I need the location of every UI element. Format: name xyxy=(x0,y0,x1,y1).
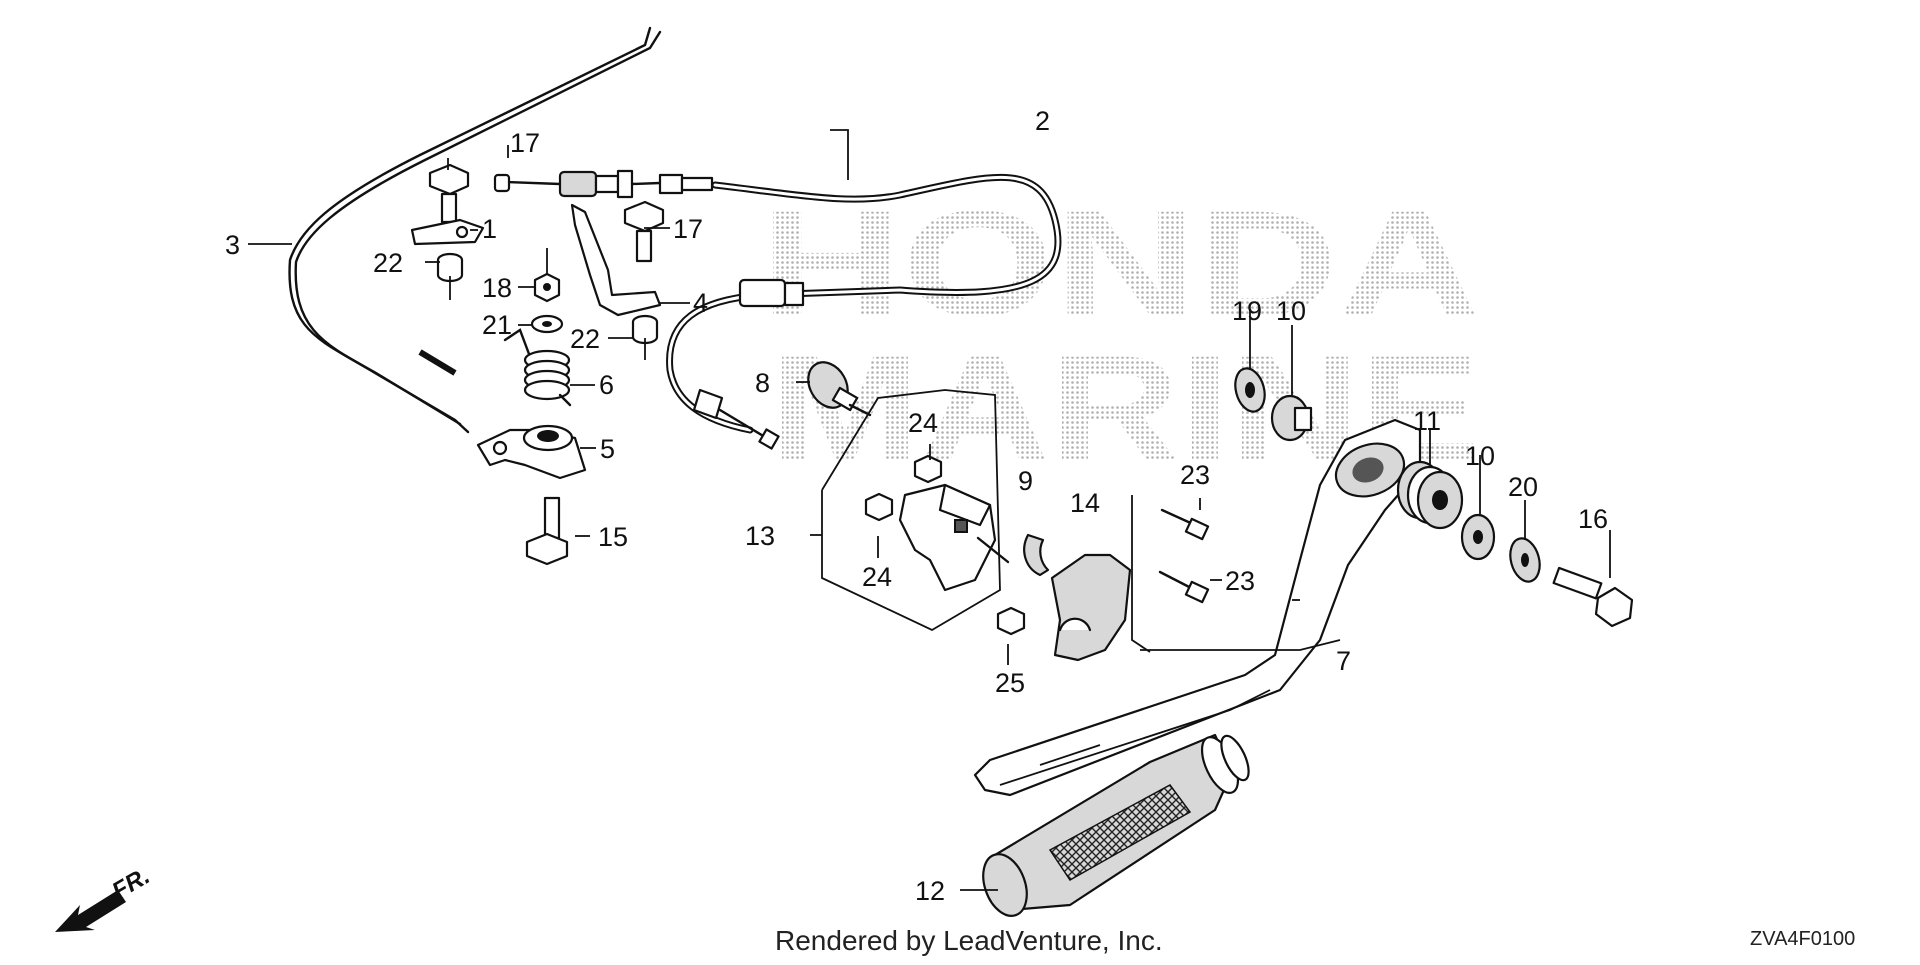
plate-1 xyxy=(410,218,485,246)
callout-15: 15 xyxy=(598,522,628,552)
callout-19: 19 xyxy=(1232,296,1262,326)
assembly-bracket-13 xyxy=(821,389,1001,632)
callout-22a: 22 xyxy=(373,248,403,278)
callout-6: 6 xyxy=(599,370,614,400)
control-rod xyxy=(288,26,662,434)
callout-12: 12 xyxy=(915,876,945,906)
callouts: 1 2 3 4 5 6 7 8 9 10 10 11 12 13 14 15 1… xyxy=(225,106,1608,906)
clip-9 xyxy=(1023,533,1050,577)
callout-1: 1 xyxy=(482,214,497,244)
throttle-cable xyxy=(493,169,1062,450)
washer-19 xyxy=(1234,367,1266,413)
spring-6 xyxy=(503,328,572,407)
rendered-by-credit: Rendered by LeadVenture, Inc. xyxy=(775,925,1163,956)
callout-8: 8 xyxy=(755,368,770,398)
callout-25: 25 xyxy=(995,668,1025,698)
bushing-10-bottom xyxy=(1460,513,1496,561)
bushing-10-top xyxy=(1270,394,1313,442)
nut-24-left xyxy=(864,492,894,522)
callout-23b: 23 xyxy=(1225,566,1255,596)
watermark-line1: HONDA xyxy=(760,179,1480,347)
callout-7: 7 xyxy=(1336,646,1351,676)
knob-8 xyxy=(807,361,872,417)
collar-22-left xyxy=(436,252,464,283)
bolt-17-right xyxy=(623,200,665,263)
callout-2: 2 xyxy=(1035,106,1050,136)
callout-11: 11 xyxy=(1413,406,1441,436)
callout-14: 14 xyxy=(1070,488,1100,518)
cover-14 xyxy=(1050,553,1132,662)
callout-16: 16 xyxy=(1578,504,1608,534)
callout-22b: 22 xyxy=(570,324,600,354)
arrow-icon xyxy=(55,890,126,932)
bolt-16 xyxy=(1552,566,1634,628)
callout-10a: 10 xyxy=(1276,296,1306,326)
nut-25 xyxy=(996,606,1026,636)
screw-23-top xyxy=(1160,508,1210,541)
callout-18: 18 xyxy=(482,273,512,303)
callout-9: 9 xyxy=(1018,466,1033,496)
friction-block-13 xyxy=(898,483,1010,592)
callout-10b: 10 xyxy=(1465,441,1495,471)
callout-13: 13 xyxy=(745,521,775,551)
washer-20 xyxy=(1509,537,1541,583)
callout-17b: 17 xyxy=(673,214,703,244)
callout-24a: 24 xyxy=(908,408,938,438)
tiller-arm-7 xyxy=(973,418,1422,797)
nut-24-top xyxy=(913,454,943,484)
bolt-17-left xyxy=(428,163,470,224)
callout-21: 21 xyxy=(482,310,512,340)
bolt-15 xyxy=(525,496,569,566)
front-direction-indicator: FR. xyxy=(55,862,154,932)
leader-lines xyxy=(248,129,1611,891)
washer-21 xyxy=(530,314,564,334)
lever-5 xyxy=(476,424,587,480)
collar-11 xyxy=(1396,460,1464,530)
callout-23a: 23 xyxy=(1180,460,1210,490)
callout-3: 3 xyxy=(225,230,240,260)
callout-4: 4 xyxy=(693,288,708,318)
callout-5: 5 xyxy=(600,434,615,464)
diagram-code: ZVA4F0100 xyxy=(1750,928,1855,950)
callout-20: 20 xyxy=(1508,472,1538,502)
grip-12 xyxy=(982,733,1250,917)
bracket-4 xyxy=(570,203,662,317)
callout-17a: 17 xyxy=(510,128,540,158)
callout-24b: 24 xyxy=(862,562,892,592)
screw-23-bottom xyxy=(1158,570,1210,604)
nut-18 xyxy=(533,272,561,303)
watermark: HONDA MARINE xyxy=(760,179,1480,492)
